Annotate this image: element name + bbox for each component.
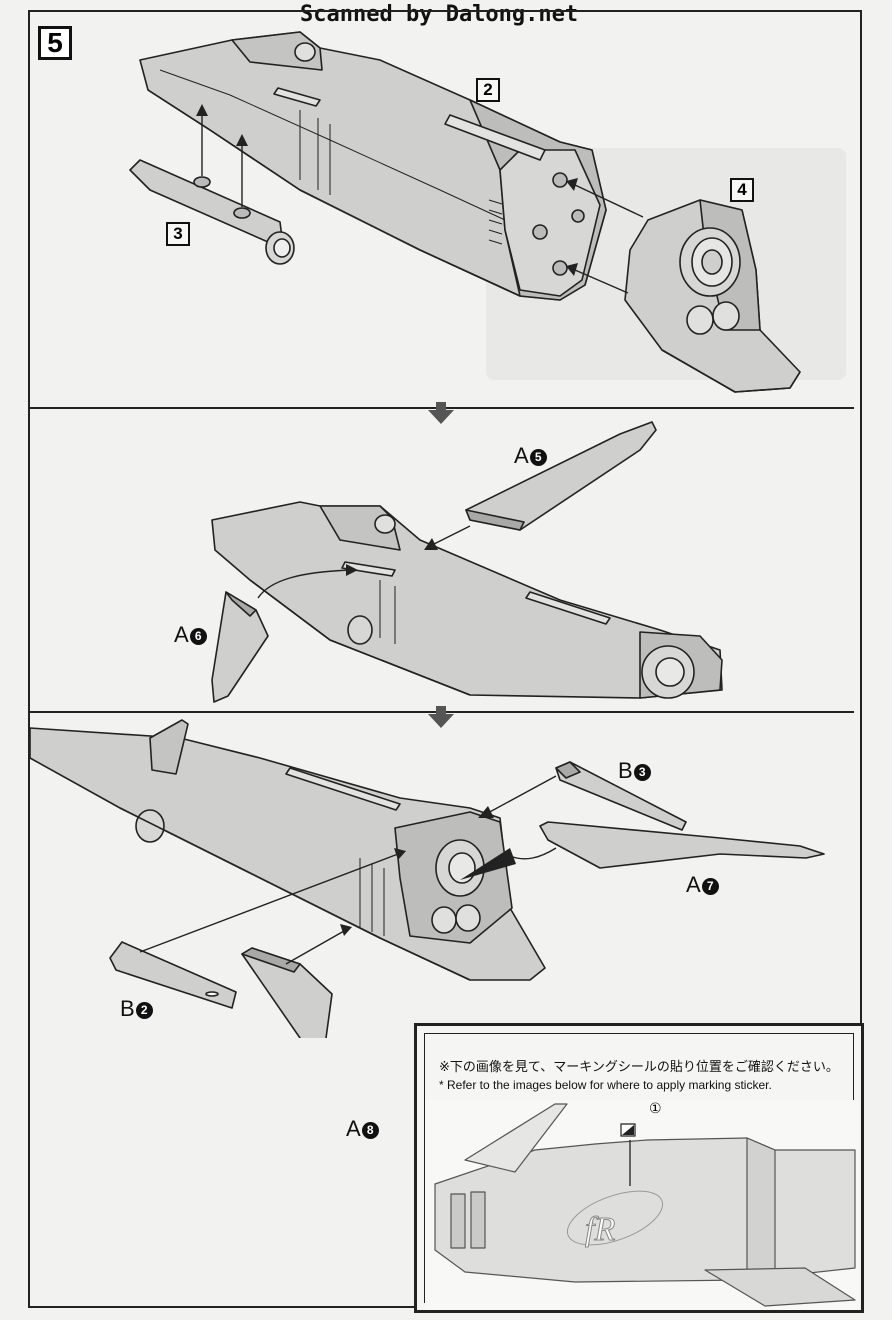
- part-b3: [555, 761, 687, 831]
- part-a6-fin: [211, 591, 269, 703]
- svg-text:fR: fR: [585, 1211, 615, 1248]
- scan-credit: Scanned by Dalong.net: [300, 2, 579, 27]
- callout-a8-letter: A: [346, 1116, 361, 1141]
- section3-illustration: [29, 719, 825, 1038]
- section2-illustration: [211, 421, 723, 703]
- callout-a6-number: 6: [189, 628, 207, 645]
- sticker-marker-number: ①: [649, 1101, 662, 1117]
- callout-a7-number: 7: [701, 878, 719, 895]
- part-number-4: 4: [730, 178, 754, 202]
- callout-a6-letter: A: [174, 622, 189, 647]
- callout-b3-number: 3: [633, 764, 651, 781]
- flow-arrow-head: [428, 410, 454, 424]
- part-a8-fin: [241, 947, 333, 1038]
- flow-arrow: [436, 706, 446, 714]
- callout-a5-letter: A: [514, 443, 529, 468]
- fuselage-assembled: [211, 501, 723, 699]
- callout-a7-letter: A: [686, 872, 701, 897]
- part-3: [129, 159, 295, 265]
- part-number-2: 2: [476, 78, 500, 102]
- sticker-reference-panel: ※下の画像を見て、マーキングシールの貼り位置をご確認ください。 * Refer …: [414, 1023, 864, 1313]
- section1-illustration: [129, 31, 801, 393]
- callout-b2-letter: B: [120, 996, 135, 1021]
- sticker-inner-frame: ※下の画像を見て、マーキングシールの貼り位置をご確認ください。 * Refer …: [424, 1033, 859, 1310]
- part-a5-wing: [465, 421, 657, 531]
- sticker-note-jp: ※下の画像を見て、マーキングシールの貼り位置をご確認ください。: [439, 1060, 839, 1075]
- callout-b3-letter: B: [618, 758, 633, 783]
- sticker-photo: fR: [425, 1100, 859, 1310]
- step-number: 5: [38, 26, 72, 60]
- part-4-nozzle: [624, 199, 801, 393]
- part-a7-wing: [539, 821, 825, 869]
- fuselage-part-2: [139, 31, 607, 301]
- sticker-note-en: * Refer to the images below for where to…: [439, 1078, 772, 1092]
- part-number-3: 3: [166, 222, 190, 246]
- callout-b2-number: 2: [135, 1002, 153, 1019]
- callout-a5-number: 5: [529, 449, 547, 466]
- flow-arrow-head: [428, 714, 454, 728]
- fuselage-rear: [29, 719, 546, 981]
- part-b2: [109, 941, 237, 1009]
- flow-arrow: [436, 402, 446, 410]
- callout-a8-number: 8: [361, 1122, 379, 1139]
